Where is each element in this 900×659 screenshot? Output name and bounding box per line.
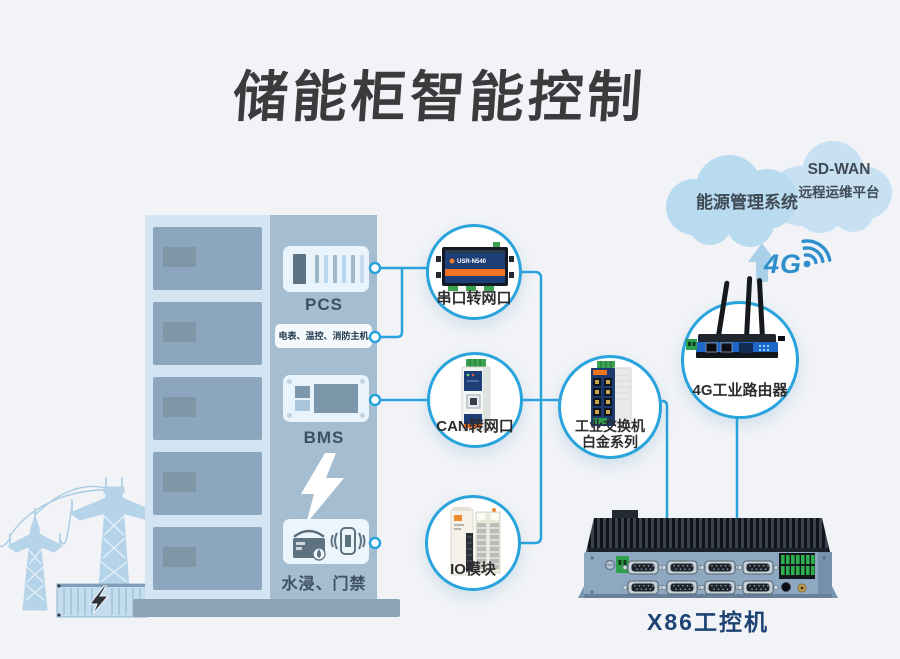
lightning-icon — [301, 453, 344, 524]
cabinet-battery-rack — [145, 215, 270, 605]
sdwan-cloud-label-line2: 远程运维平台 — [798, 185, 880, 200]
ipc-label: X86工控机 — [647, 609, 769, 635]
battery-module — [153, 302, 262, 365]
module-handle — [163, 547, 196, 567]
lightning-icon — [88, 585, 110, 615]
page-title: 储能柜智能控制 — [230, 66, 649, 128]
cloud-ems — [666, 155, 797, 247]
bms-label: BMS — [303, 428, 345, 447]
can-device-image — [461, 359, 491, 432]
switch-node-label: 工业交换机 白金系列 — [575, 417, 645, 450]
node-can-converter: CAN转网口 — [427, 352, 523, 448]
node-io-module: IO模块 — [425, 495, 521, 591]
uplink-graphics — [748, 239, 832, 282]
transmission-towers-icon — [0, 477, 206, 618]
cabinet-control-column: PCS 电表、温控、消防主机 BMS — [270, 215, 377, 605]
battery-module — [153, 377, 262, 440]
sdwan-cloud-label-line1: SD-WAN — [807, 161, 871, 178]
cloud-icons — [666, 141, 892, 247]
can-node-label: CAN转网口 — [436, 418, 514, 435]
cabinet-base — [133, 599, 400, 617]
signal-icon — [801, 239, 832, 265]
switch-device-image — [591, 361, 632, 426]
router-node-label: 4G工业路由器 — [692, 382, 788, 399]
module-handle — [163, 397, 196, 417]
water-door-label: 水浸、门禁 — [281, 576, 367, 593]
serial-device-image: USR-N540 — [436, 242, 514, 291]
serial-node-label: 串口转网口 — [436, 290, 512, 307]
node-4g-router: 4G工业路由器 — [681, 276, 799, 419]
serial-device-text: USR-N540 — [457, 259, 487, 265]
water-sensor-icon — [293, 529, 326, 561]
module-handle — [163, 322, 196, 342]
battery-module — [153, 452, 262, 515]
io-device-image — [450, 507, 501, 576]
4g-tech-label: 4G — [764, 249, 803, 279]
node-industrial-switch: 工业交换机 白金系列 — [558, 355, 662, 459]
pcs-label: PCS — [305, 295, 343, 314]
node-serial-converter: USR-N540 串口转网口 — [426, 224, 522, 320]
module-handle — [163, 247, 196, 267]
up-arrow-icon — [748, 243, 776, 282]
container-icon — [56, 583, 148, 618]
pcs-bar — [293, 254, 306, 284]
bms-module — [283, 375, 369, 422]
ipc-device-image — [578, 510, 838, 598]
battery-module — [153, 527, 262, 590]
water-door-module — [283, 519, 369, 564]
ems-cloud-label: 能源管理系统 — [696, 193, 798, 212]
sensors-label-box: 电表、温控、消防主机 — [275, 324, 372, 348]
door-access-icon — [330, 527, 366, 555]
router-device-image — [686, 276, 785, 358]
module-handle — [163, 472, 196, 492]
battery-module — [153, 227, 262, 290]
pcs-module — [283, 246, 369, 292]
io-node-label: IO模块 — [450, 561, 496, 578]
